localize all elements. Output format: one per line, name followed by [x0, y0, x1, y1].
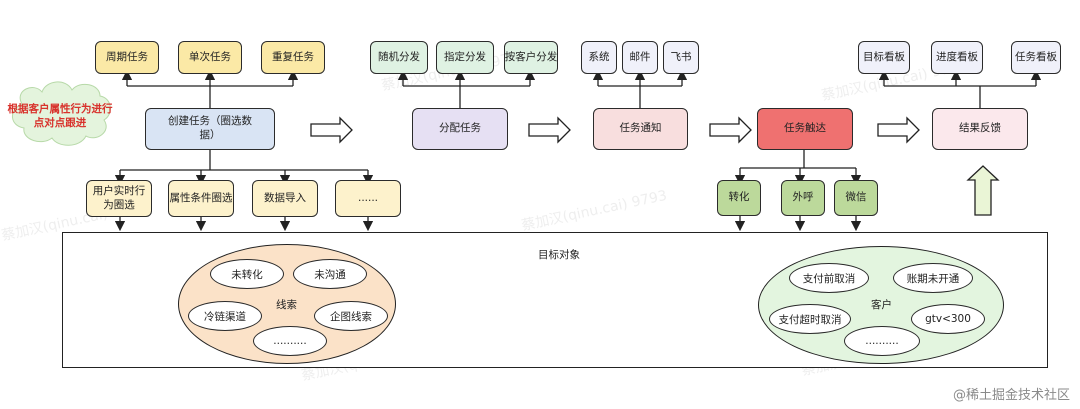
notify-feishu: 飞书	[663, 41, 699, 74]
up-arrow	[966, 165, 1000, 216]
feedback-node: 结果反馈	[932, 108, 1028, 150]
reach-wechat: 微信	[834, 180, 878, 216]
cloud-shape	[12, 81, 111, 146]
cloud-note: 根据客户属性行为进行点对点跟进	[7, 103, 113, 130]
board-task: 任务看板	[1011, 41, 1061, 74]
notify-task-node: 任务通知	[593, 108, 688, 150]
source-realtime-behavior: 用户实时行为圈选	[86, 180, 152, 217]
target-objects-title: 目标对象	[538, 249, 580, 261]
customer-more: ..........	[844, 326, 920, 356]
notify-system: 系统	[581, 41, 617, 74]
reach-outbound-call: 外呼	[781, 180, 825, 216]
customers-label: 客户	[871, 299, 892, 311]
flow-arrow	[709, 116, 752, 144]
source-data-import: 数据导入	[252, 180, 318, 217]
lead-enterprise: 企图线索	[314, 301, 388, 331]
reach-task-node: 任务触达	[757, 108, 853, 150]
lead-more: ..........	[253, 326, 327, 356]
task-type-repeat: 重复任务	[261, 41, 325, 74]
board-target: 目标看板	[858, 41, 910, 74]
lead-unconverted: 未转化	[210, 259, 284, 289]
lead-uncontacted: 未沟通	[293, 259, 367, 289]
footer-credit: @稀土掘金技术社区	[952, 388, 1070, 403]
assign-specified: 指定分发	[436, 41, 494, 74]
flow-arrow	[310, 116, 353, 144]
assign-by-customer: 按客户分发	[504, 41, 558, 74]
flow-arrow	[528, 116, 571, 144]
customer-gtv-low: gtv<300	[911, 304, 985, 334]
leads-label: 线索	[276, 299, 297, 311]
create-task-node: 创建任务（圈选数据）	[145, 108, 275, 150]
notify-email: 邮件	[622, 41, 658, 74]
task-type-periodic: 周期任务	[95, 41, 159, 74]
assign-task-node: 分配任务	[412, 108, 508, 150]
flow-arrow	[877, 116, 920, 144]
board-progress: 进度看板	[931, 41, 983, 74]
customer-pay-timeout-cancel: 支付超时取消	[769, 304, 851, 334]
source-more: ......	[335, 180, 401, 217]
task-type-single: 单次任务	[178, 41, 242, 74]
customer-cancel-before-pay: 支付前取消	[789, 263, 869, 293]
assign-random: 随机分发	[370, 41, 428, 74]
customer-credit-not-opened: 账期未开通	[893, 263, 973, 293]
source-attribute-filter: 属性条件圈选	[168, 180, 234, 217]
reach-conversion: 转化	[717, 180, 761, 216]
lead-cold-chain: 冷链渠道	[188, 301, 262, 331]
